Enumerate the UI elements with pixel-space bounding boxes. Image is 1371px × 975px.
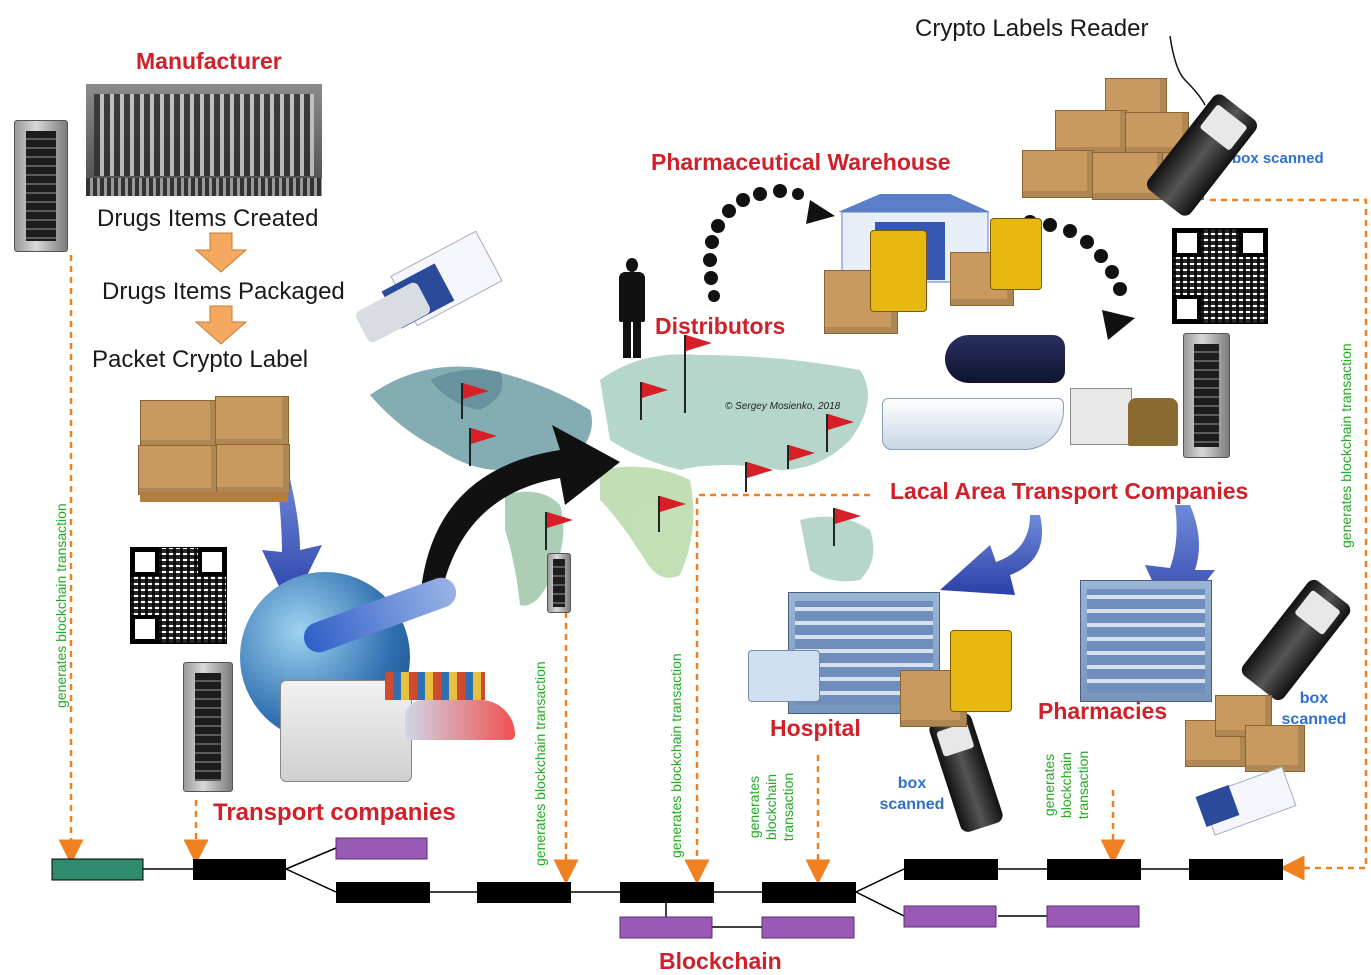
block <box>477 882 571 903</box>
crypto-reader-label: Crypto Labels Reader <box>915 15 1149 42</box>
block <box>1047 859 1141 880</box>
hospital-title: Hospital <box>770 715 861 741</box>
flag-icon <box>658 496 686 532</box>
tx-label-pharmacy: generates blockchain transaction <box>1041 750 1091 820</box>
warehouse-title: Pharmaceutical Warehouse <box>651 149 951 175</box>
tx-label-right: generates blockchain transaction <box>1338 343 1354 548</box>
factory-image <box>86 84 322 196</box>
pharmacies-title: Pharmacies <box>1038 698 1168 724</box>
chain-links <box>143 847 1189 928</box>
drugs-packaged-label: Drugs Items Packaged <box>102 278 345 305</box>
block <box>1189 859 1283 880</box>
genesis-block <box>51 858 144 881</box>
flag-icon <box>684 335 712 413</box>
fork-block <box>1046 905 1140 928</box>
flag-icon <box>640 382 668 420</box>
flag-icon <box>787 445 815 469</box>
cardboard-box <box>1022 150 1094 198</box>
helicopter-image <box>945 335 1065 383</box>
blockchain-title: Blockchain <box>659 948 782 974</box>
tx-label-center: generates blockchain transaction <box>668 653 684 858</box>
block <box>904 859 998 880</box>
local-transport-title: Lacal Area Transport Companies <box>890 478 1249 504</box>
semi-truck-image <box>1070 388 1180 458</box>
block <box>762 882 856 903</box>
box-scanned-top: box scanned <box>1232 150 1324 167</box>
black-curved-arrow <box>420 425 620 600</box>
distributors-title: Distributors <box>655 313 786 339</box>
pallet <box>140 492 288 502</box>
train-image <box>405 700 515 740</box>
transaction-lines <box>58 198 1368 885</box>
process-arrows <box>194 232 248 345</box>
transport-title: Transport companies <box>213 799 456 826</box>
flag-icon <box>826 414 854 452</box>
reader-cable <box>1169 35 1206 106</box>
flag-icon <box>833 508 861 546</box>
yacht-image <box>882 398 1064 450</box>
forklift-image <box>990 218 1042 290</box>
person-icon <box>617 258 647 358</box>
cardboard-box <box>140 400 217 447</box>
pill-box-image <box>353 230 503 345</box>
packet-label-label: Packet Crypto Label <box>92 346 309 373</box>
fork-block <box>335 837 428 860</box>
drugs-created-label: Drugs Items Created <box>97 205 319 232</box>
tx-label-left: generates blockchain transaction <box>53 503 69 708</box>
server-icon <box>183 662 233 792</box>
tx-label-hospital: generates blockchain transaction <box>746 772 796 842</box>
hospital-bed-image <box>748 650 820 702</box>
box-scanned-pharmacy: box scanned <box>1281 690 1347 728</box>
qr-code-icon <box>1172 228 1268 324</box>
server-icon <box>14 120 68 252</box>
cardboard-box <box>1055 110 1127 154</box>
forklift-image <box>870 230 927 312</box>
server-icon <box>547 553 571 613</box>
flag-icon <box>545 512 573 550</box>
flag-icon <box>461 383 489 419</box>
dotted-hexagon-arcs <box>703 184 1135 340</box>
cardboard-box <box>216 444 290 494</box>
blockchain-blocks <box>51 837 1283 939</box>
cardboard-box <box>138 445 218 495</box>
pharmacy-building <box>1080 580 1212 702</box>
cardboard-box <box>215 396 289 446</box>
copyright-text: © Sergey Mosienko, 2018 <box>725 401 841 412</box>
server-icon <box>1183 333 1230 458</box>
cardboard-box <box>1245 725 1305 772</box>
flag-icon <box>469 428 497 466</box>
pill-box-image <box>1185 766 1297 836</box>
qr-code-icon <box>130 547 227 644</box>
fork-block <box>619 916 713 939</box>
block <box>193 859 286 880</box>
manufacturer-title: Manufacturer <box>136 48 282 74</box>
ship-image <box>385 672 485 700</box>
block <box>336 882 430 903</box>
fork-block <box>903 905 997 928</box>
fork-block <box>761 916 855 939</box>
flag-icon <box>745 462 773 492</box>
box-scanned-hospital: box scanned <box>879 775 945 813</box>
block <box>620 882 714 903</box>
tx-label-center-left: generates blockchain transaction <box>532 661 548 866</box>
forklift-image <box>950 630 1012 712</box>
